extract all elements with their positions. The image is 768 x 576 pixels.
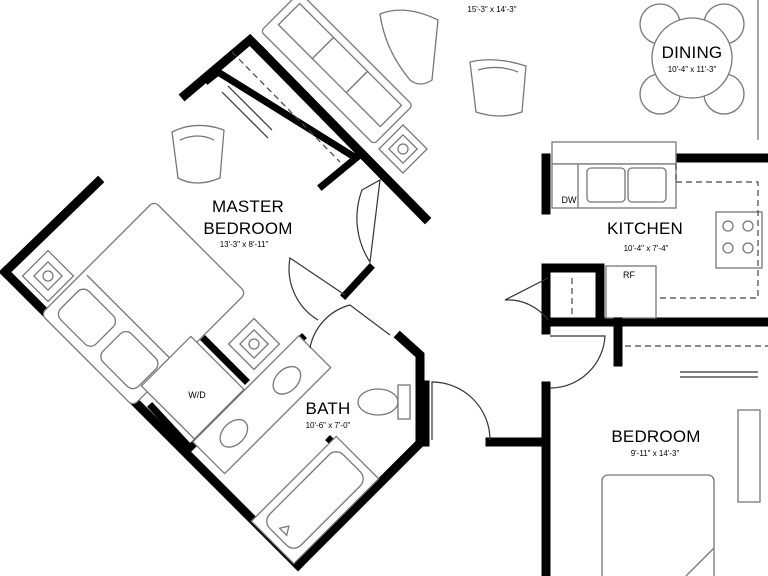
closet-dashed-line — [231, 51, 341, 163]
master-bedroom-area — [0, 33, 432, 572]
kitchen-upper-cabinets — [660, 181, 759, 299]
master-door-jamb — [340, 263, 375, 300]
bathtub — [250, 435, 380, 565]
master-outer-wall-closet — [255, 45, 432, 225]
dining-area — [639, 0, 759, 140]
kitchen-label: KITCHEN — [606, 219, 684, 238]
burner-2 — [742, 220, 754, 232]
dining-label: DINING — [661, 43, 723, 62]
bedroom-dresser — [737, 409, 761, 503]
bath-outer-wall-se — [291, 330, 425, 572]
pantry-door-swing — [504, 277, 549, 321]
closet-slider-1 — [221, 91, 269, 139]
laundry-wall — [200, 335, 250, 385]
hall-door-swing — [431, 381, 491, 441]
kitchen-dims: 10'-4" x 7'-4" — [623, 244, 669, 253]
bedroom-dims: 9'-11" x 14'-3" — [630, 449, 680, 458]
dishwasher-label: DW — [561, 195, 577, 205]
master-label-line1: MASTER — [211, 197, 285, 216]
toilet-bowl — [357, 388, 399, 416]
dining-dims: 10'-4" x 11'-3" — [667, 65, 717, 74]
living-area — [261, 0, 527, 174]
closet-wall — [203, 67, 362, 191]
bath-label: BATH — [305, 399, 351, 418]
bedroom-bed — [601, 474, 715, 576]
lounge-chair-2 — [469, 59, 527, 117]
washer-dryer-label: W/D — [188, 390, 206, 400]
side-table-sofa — [378, 124, 428, 174]
bath-fixtures — [191, 304, 411, 565]
burner-3 — [722, 242, 734, 254]
burner-1 — [722, 220, 734, 232]
bedroom-label: BEDROOM — [611, 427, 701, 446]
nightstand-right — [227, 317, 281, 371]
refrigerator — [605, 265, 657, 319]
kitchen-area — [504, 141, 768, 335]
master-entry-door — [356, 178, 381, 264]
washer-dryer — [140, 335, 245, 440]
kitchen-counter-top — [551, 141, 677, 165]
burner-4 — [742, 242, 754, 254]
master-door-swing — [288, 256, 346, 321]
refrigerator-label: RF — [623, 270, 635, 280]
living-room-dims: 15'-3" x 14'-3" — [467, 5, 517, 14]
sofa — [261, 0, 412, 144]
master-label-line2: BEDROOM — [203, 219, 293, 238]
kitchen-sink-right — [627, 167, 667, 203]
bedroom-door-swing — [549, 335, 606, 389]
master-outer-wall-nw — [0, 175, 105, 279]
lounge-chair-1 — [379, 9, 439, 85]
closet-slider-2 — [227, 85, 273, 131]
master-dims: 13'-3" x 8'-11" — [219, 240, 269, 249]
master-armchair — [171, 124, 225, 184]
kitchen-range — [715, 211, 763, 269]
kitchen-wall-pantry — [541, 263, 605, 327]
bath-vanity — [191, 334, 332, 475]
bedroom-area — [420, 317, 768, 576]
kitchen-sink-left — [586, 167, 626, 203]
nightstand-left — [21, 249, 75, 303]
bath-dims: 10'-6" x 7'-0" — [305, 421, 351, 430]
master-outer-wall-top — [178, 33, 269, 102]
dining-table — [651, 17, 733, 99]
toilet-tank — [397, 384, 411, 420]
bath-door-swing — [309, 304, 391, 349]
